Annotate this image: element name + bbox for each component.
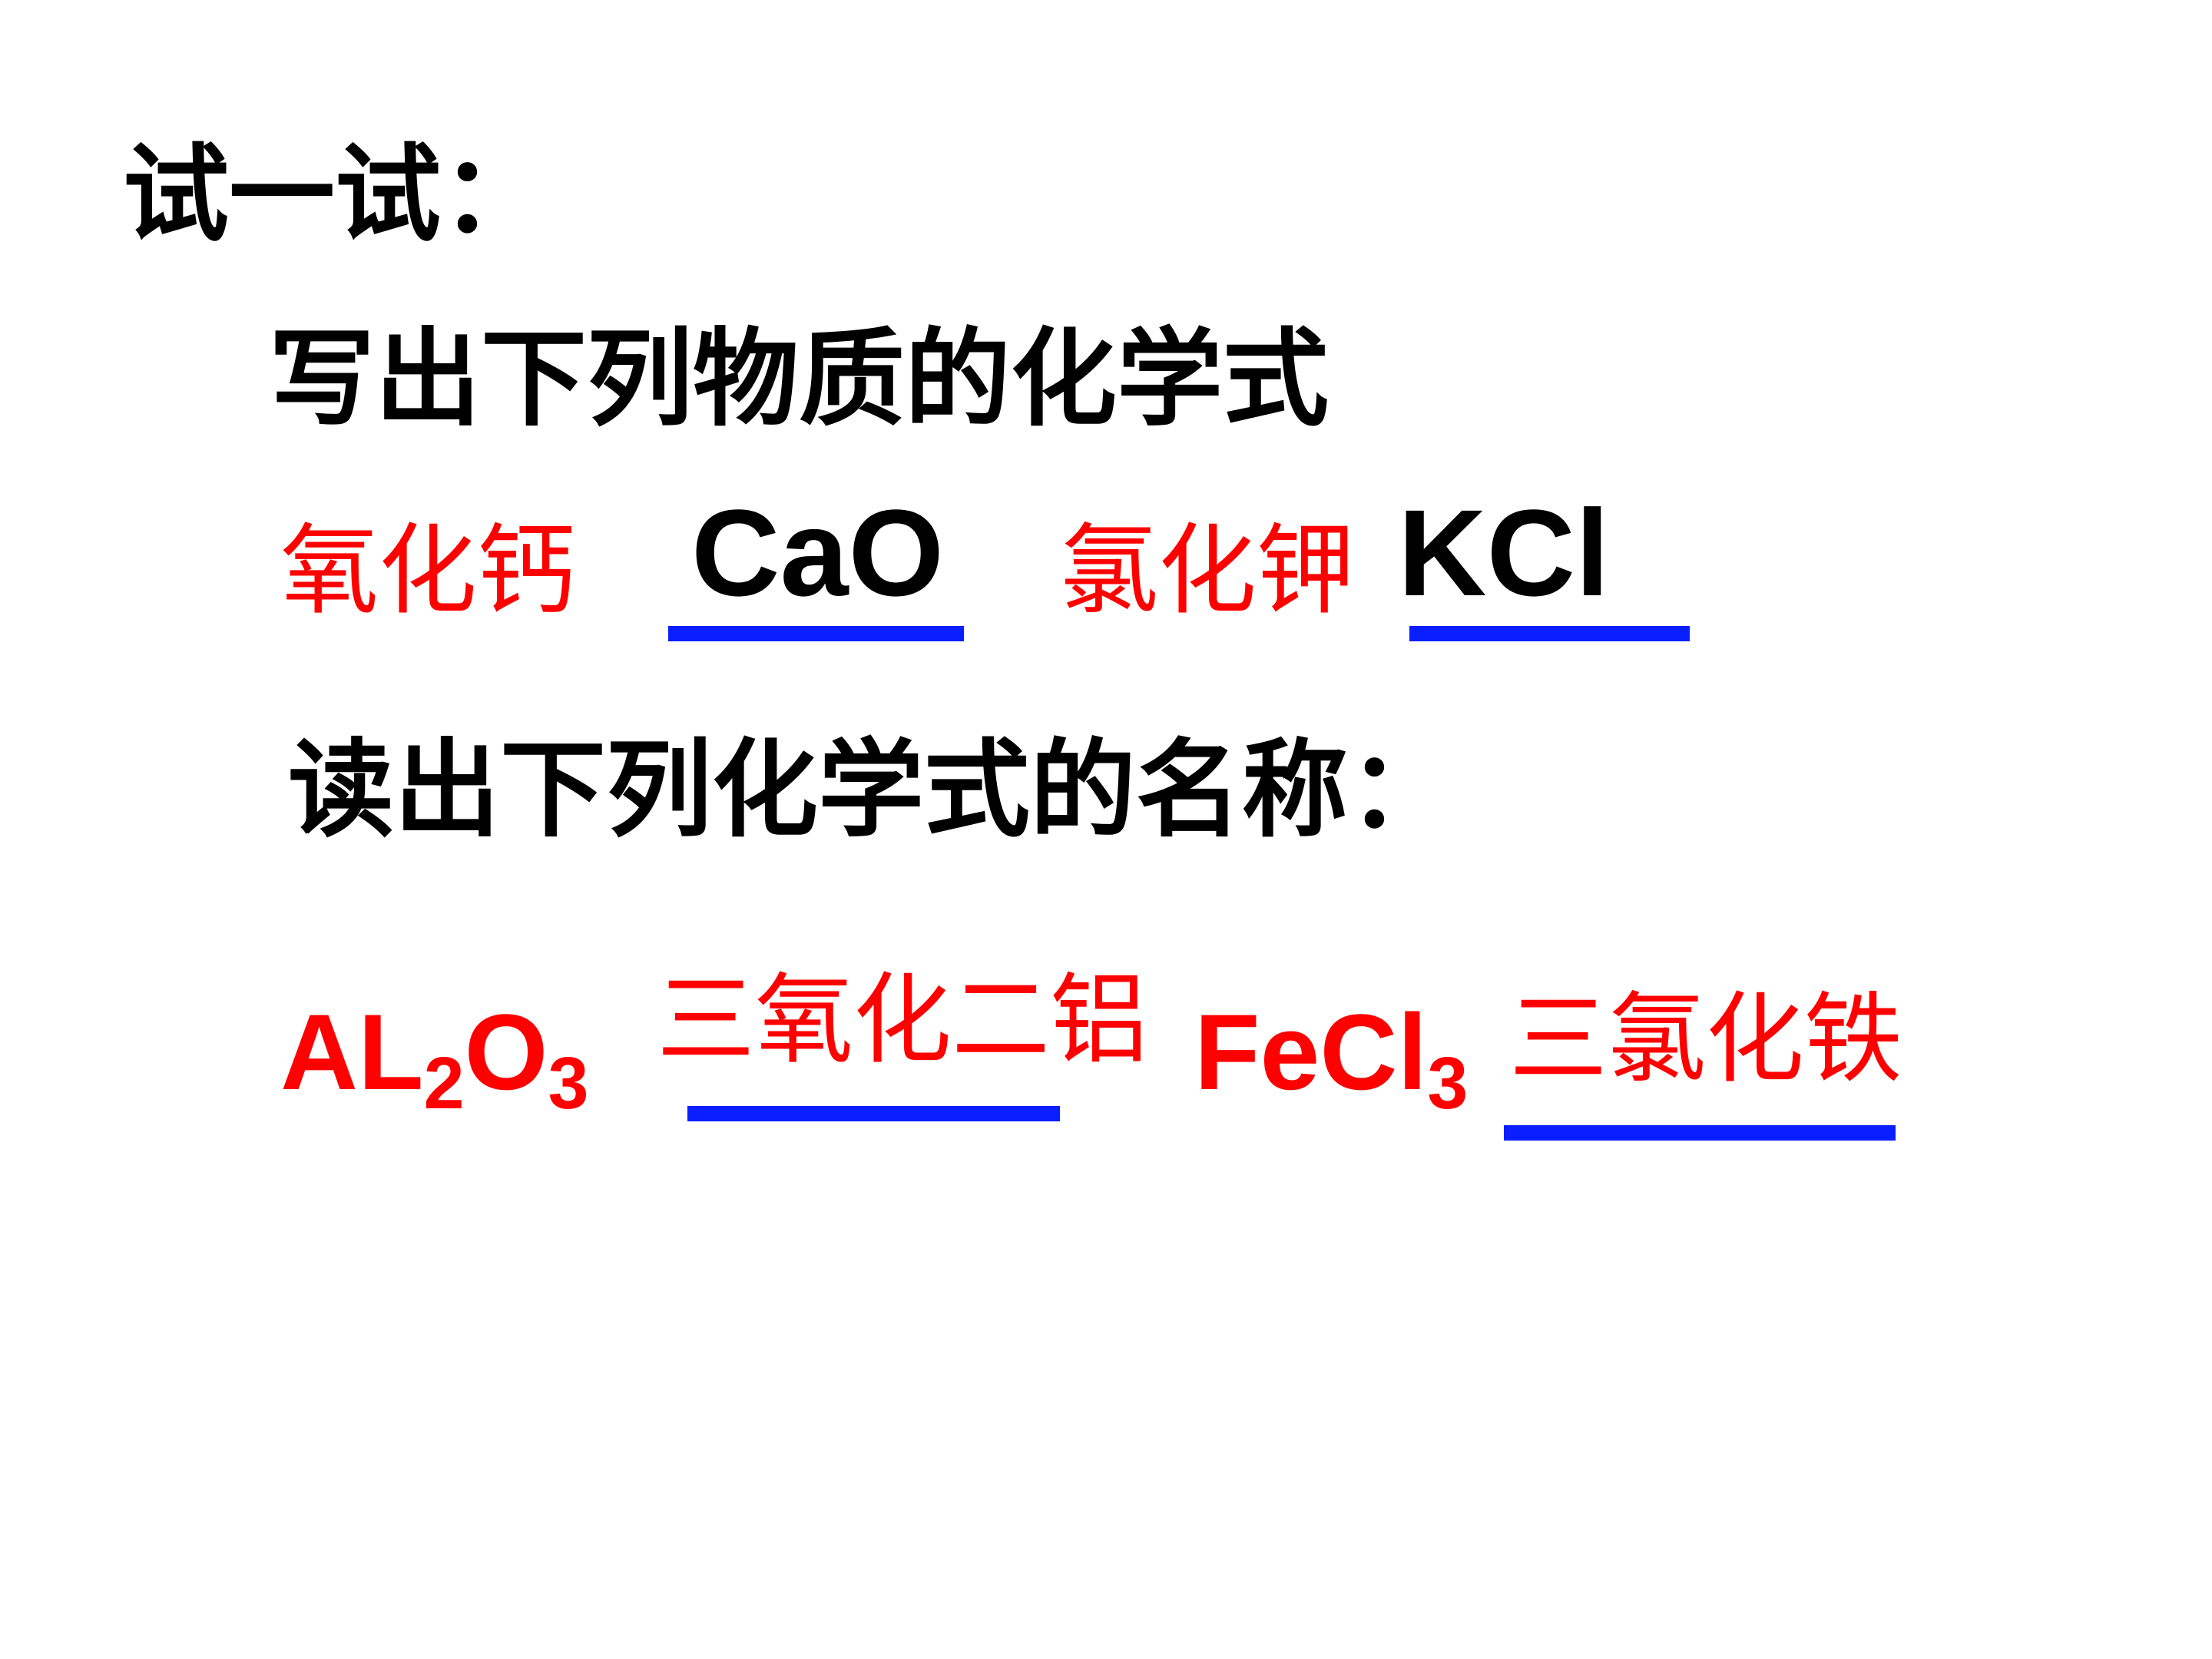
- name-answer-aluminium-oxide: 三氧化二铝: [657, 963, 1149, 1078]
- answer-blank-line: [687, 1106, 1060, 1121]
- name-answer-ferric-chloride: 三氯化铁: [1509, 982, 1903, 1097]
- formula-al2o3: AL2O3: [280, 998, 588, 1121]
- formula-subscript: 3: [1427, 1042, 1469, 1124]
- answer-blank-line: [1504, 1125, 1896, 1141]
- formula-part: FeCl: [1194, 992, 1428, 1112]
- substance-name-calcium-oxide: 氧化钙: [280, 514, 576, 628]
- write-formula-prompt: 写出下列物质的化学式: [269, 317, 1330, 441]
- answer-blank-line: [1409, 626, 1690, 641]
- formula-part: O: [464, 992, 548, 1112]
- formula-fecl3: FeCl3: [1194, 998, 1468, 1121]
- formula-answer-kcl: KCl: [1398, 484, 1610, 621]
- slide-heading: 试一试：: [123, 133, 548, 257]
- formula-subscript: 3: [548, 1042, 589, 1124]
- formula-part: AL: [280, 992, 424, 1112]
- answer-blank-line: [668, 626, 964, 641]
- formula-subscript: 2: [423, 1042, 465, 1124]
- read-name-prompt: 读出下列化学式的名称：: [288, 728, 1455, 852]
- formula-answer-cao: CaO: [691, 484, 944, 621]
- substance-name-potassium-chloride: 氯化钾: [1060, 514, 1356, 628]
